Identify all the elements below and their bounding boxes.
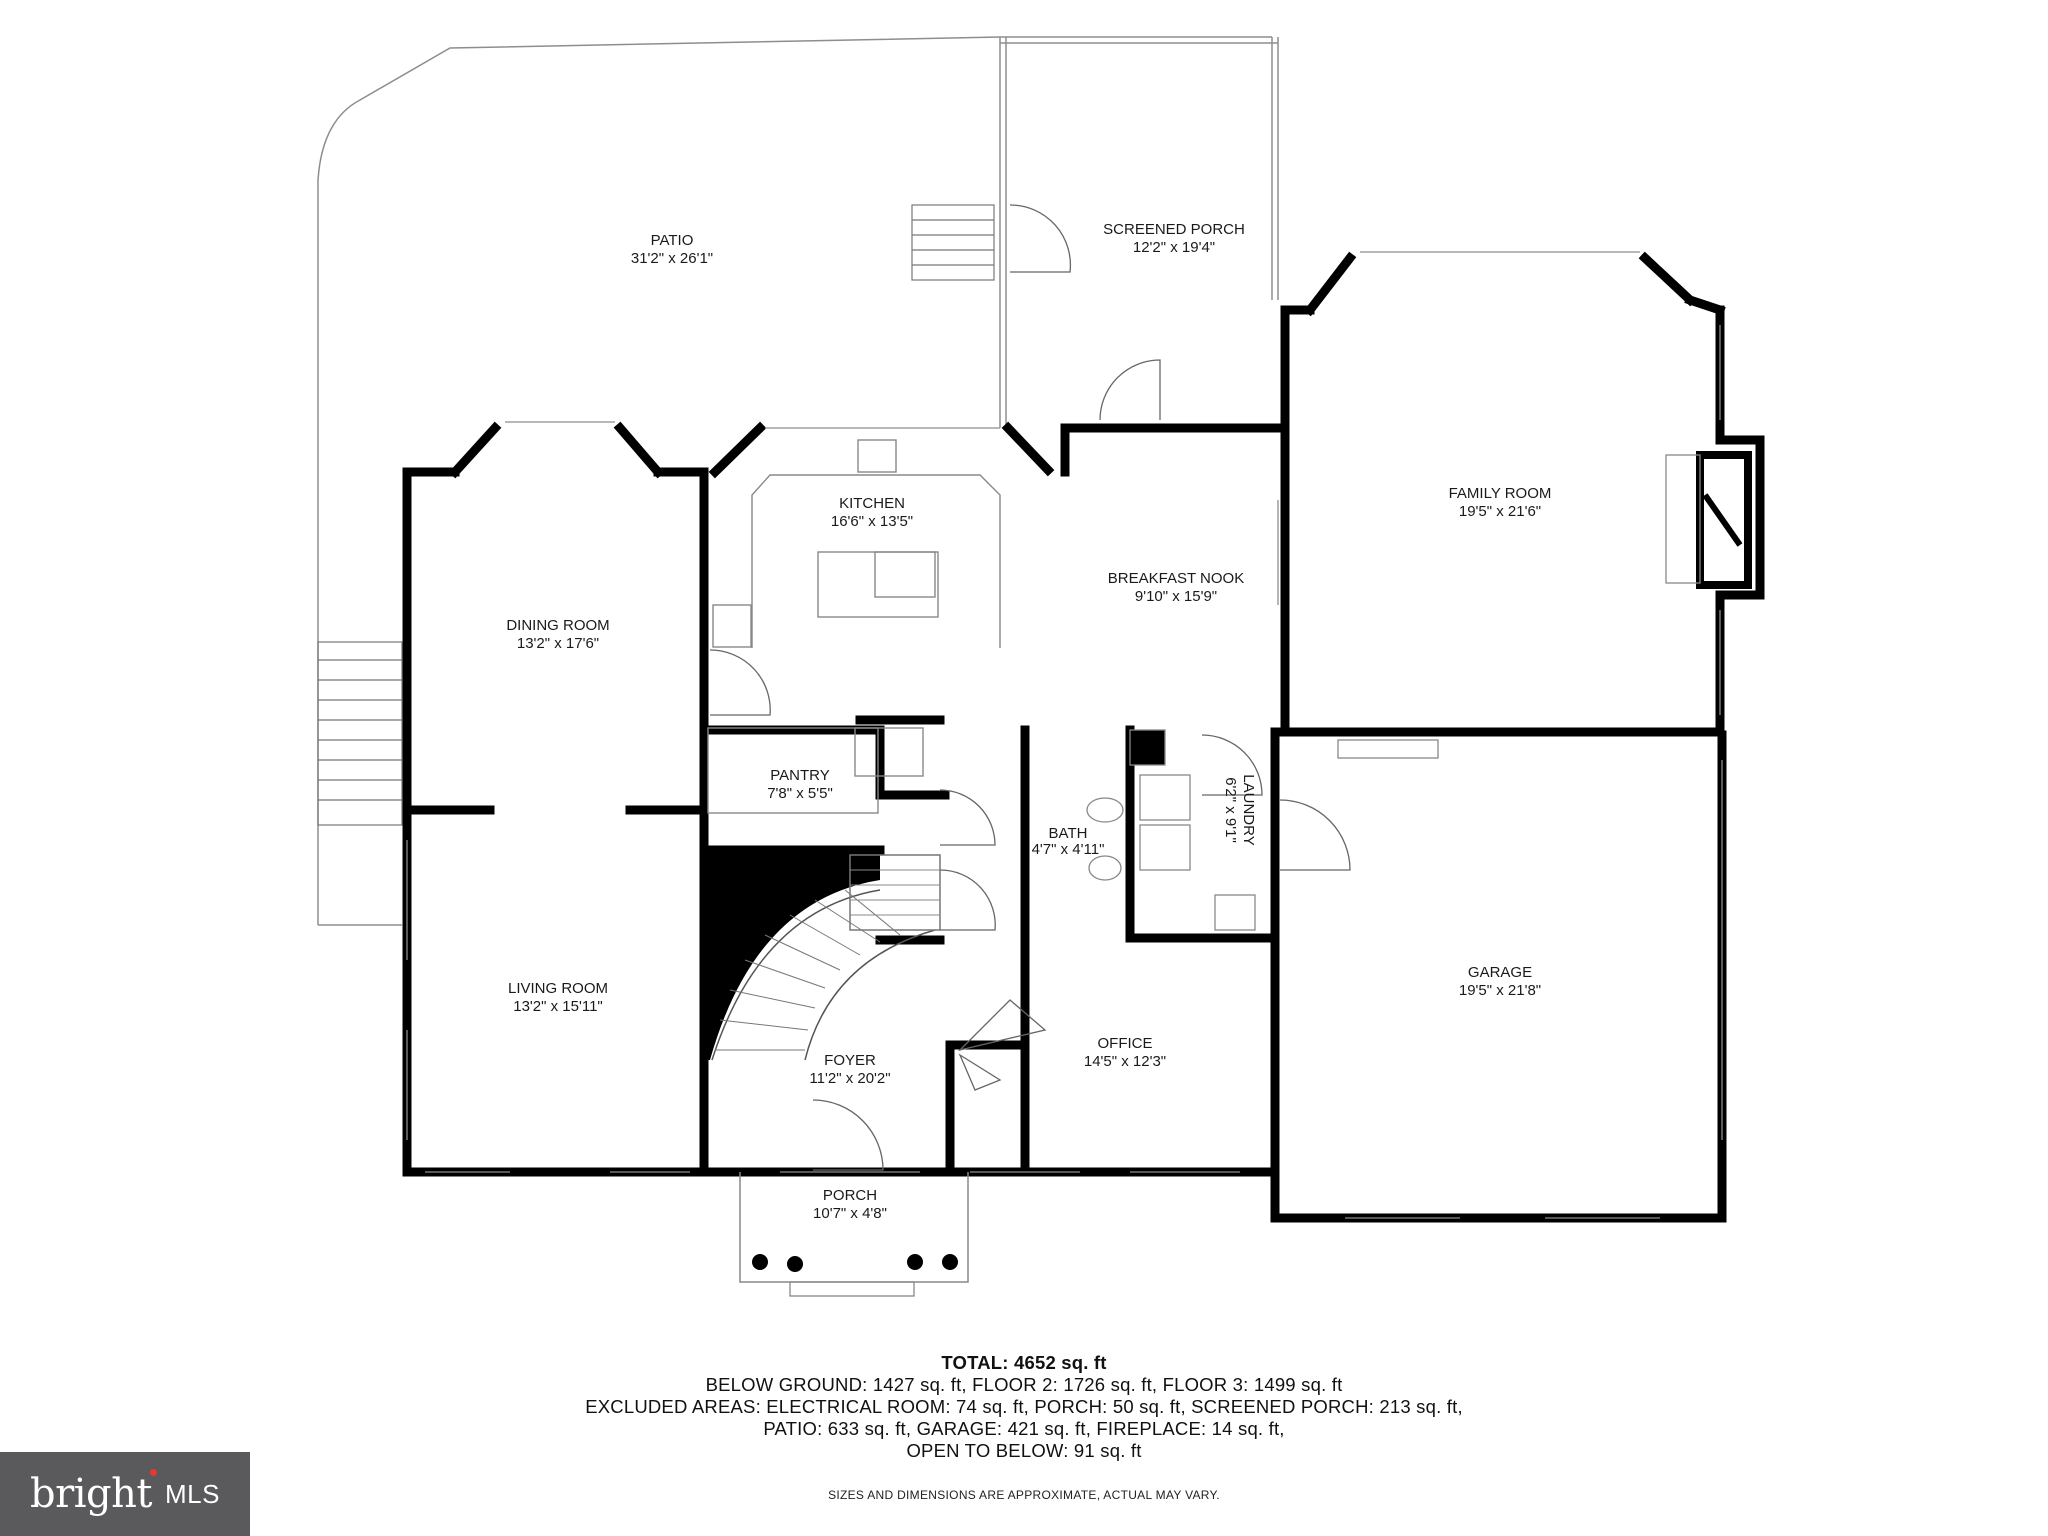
patio-stairs <box>911 204 995 281</box>
porch-outline <box>739 1172 969 1297</box>
total-area: TOTAL: 4652 sq. ft <box>941 1352 1107 1373</box>
curved-staircase <box>704 850 941 1061</box>
bright-mls-logo: bright MLS <box>0 1452 250 1536</box>
logo-brand: bright <box>30 1471 152 1517</box>
exterior-stairs <box>317 641 403 826</box>
screened-porch-outline <box>999 37 1279 428</box>
disclaimer: SIZES AND DIMENSIONS ARE APPROXIMATE, AC… <box>828 1488 1220 1502</box>
patio-outline <box>317 36 1272 926</box>
laundry-label: LAUNDRY6'2" x 9'1" <box>1222 774 1257 845</box>
door-swings <box>709 204 1351 1171</box>
bath-laundry-fixtures <box>1086 729 1439 931</box>
windows <box>406 251 1723 1219</box>
exterior-walls <box>402 251 1765 1223</box>
excluded-areas-1: EXCLUDED AREAS: ELECTRICAL ROOM: 74 sq. … <box>585 1396 1463 1417</box>
kitchen-fixtures <box>707 439 1001 814</box>
fireplace <box>1665 451 1752 589</box>
logo-dot-icon <box>150 1468 157 1476</box>
excluded-areas-3: OPEN TO BELOW: 91 sq. ft <box>906 1440 1142 1461</box>
logo-suffix: MLS <box>165 1478 220 1509</box>
floor-areas: BELOW GROUND: 1427 sq. ft, FLOOR 2: 1726… <box>705 1374 1343 1395</box>
area-summary: TOTAL: 4652 sq. ft BELOW GROUND: 1427 sq… <box>0 1352 2048 1462</box>
excluded-areas-2: PATIO: 633 sq. ft, GARAGE: 421 sq. ft, F… <box>763 1418 1285 1439</box>
